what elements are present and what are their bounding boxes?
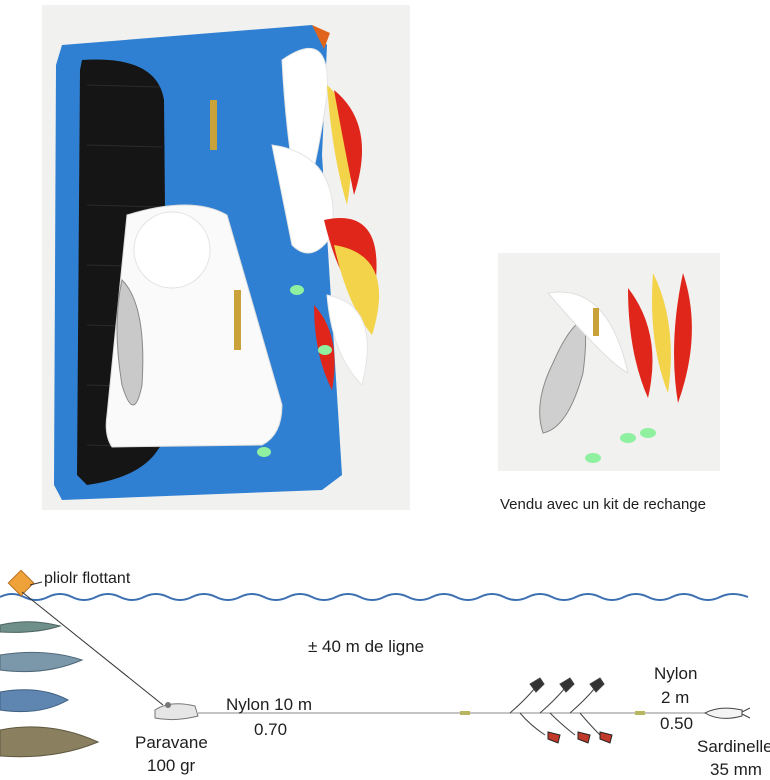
spare-kit-caption: Vendu avec un kit de rechange: [500, 496, 706, 513]
spare-kit-illustration: [539, 273, 692, 463]
sardinelle-lure-icon: [703, 707, 751, 719]
paravane-label: Paravane: [135, 733, 208, 752]
silver-spoon-lure: [116, 279, 144, 406]
floating-winder-icon: [7, 569, 35, 597]
nylon-leader-diameter: 0.50: [660, 714, 694, 733]
nylon-leader-label: Nylon: [654, 664, 698, 683]
nylon-main-label: Nylon 10 m: [226, 695, 312, 714]
nylon-main-diameter: 0.70: [254, 720, 288, 739]
line-length-label: ± 40 m de ligne: [308, 637, 425, 656]
float-label: pliolr flottant: [44, 570, 131, 587]
nylon-leader-length: 2 m: [661, 688, 690, 707]
main-product-photo: [42, 5, 410, 510]
main-product-illustration: [54, 25, 380, 500]
spare-spoon-lure: [539, 322, 587, 434]
water-surface: [0, 593, 749, 601]
spare-kit-photo: [498, 253, 720, 471]
lure-size: 35 mm: [710, 760, 762, 779]
paravane-weight: 100 gr: [147, 756, 196, 775]
feather-lures-icon: [509, 677, 613, 744]
lure-label: Sardinelle: [697, 737, 770, 756]
fish-illustrations: [0, 621, 100, 758]
paravane-icon: [154, 702, 199, 721]
main-line: [21, 591, 164, 706]
